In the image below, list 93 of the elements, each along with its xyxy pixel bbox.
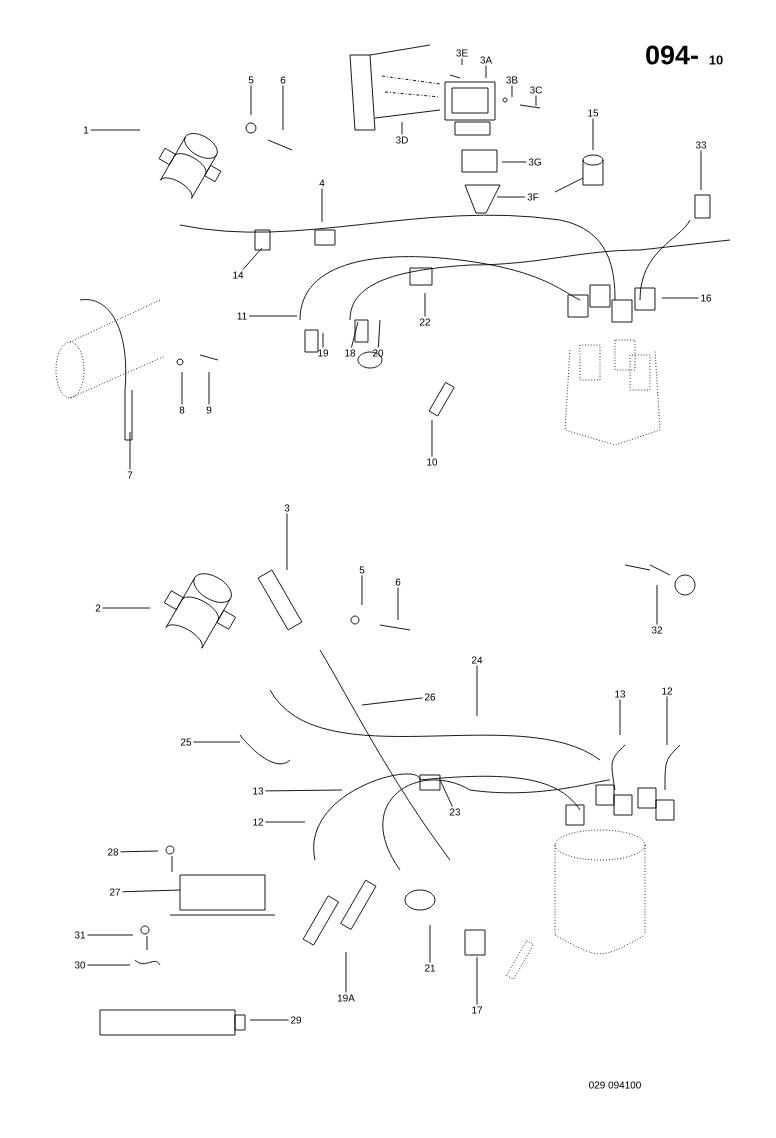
callout-number: 13 (615, 690, 626, 698)
leader-line (666, 696, 668, 746)
leader-line (322, 332, 324, 348)
callout-number: 20 (372, 349, 384, 357)
callout-number: 21 (424, 964, 436, 972)
callout-number: 31 (74, 931, 86, 939)
leader-line (424, 292, 426, 318)
leader-line (431, 419, 433, 457)
callout-number: 12 (253, 818, 264, 826)
leader-line (485, 65, 487, 79)
callout-number: 1 (84, 126, 89, 134)
leader-line (265, 789, 343, 792)
callout-number: 10 (427, 458, 438, 466)
leader-line (193, 741, 241, 743)
leader-line (249, 1019, 289, 1021)
leader-line (361, 574, 363, 606)
callout-number: 28 (107, 848, 119, 856)
callout-number: 23 (449, 808, 461, 816)
callout-number: 6 (280, 76, 286, 84)
callout-number: 24 (471, 656, 483, 664)
callout-number: 12 (662, 687, 673, 695)
callout-number: 8 (179, 406, 185, 414)
callout-number: 18 (345, 349, 356, 357)
callout-number: 19 (318, 349, 329, 357)
callout-number: 25 (180, 738, 192, 746)
leader-line (129, 431, 131, 471)
leader-line (656, 584, 658, 625)
callout-number: 13 (253, 787, 264, 795)
leader-line (397, 587, 399, 621)
callout-number: 3C (530, 86, 542, 94)
callout-number: 29 (290, 1016, 302, 1024)
leader-line (401, 121, 403, 135)
callout-number: 17 (472, 1006, 483, 1014)
leader-line (361, 697, 423, 706)
leader-line (511, 85, 513, 98)
callout-number: 3A (480, 56, 493, 64)
leader-line (535, 95, 537, 107)
callout-number: 3E (456, 49, 468, 57)
leader-line (87, 964, 131, 966)
callout-number: 3D (396, 136, 408, 144)
callout-number: 16 (701, 294, 712, 302)
leader-line (345, 951, 347, 993)
callout-number: 3B (506, 76, 518, 84)
callout-number: 19A (337, 994, 355, 1002)
leader-line (439, 779, 453, 807)
leader-line (265, 821, 306, 823)
leader-line (181, 371, 183, 405)
callout-number: 3G (528, 158, 541, 166)
leader-line (87, 934, 134, 936)
callout-number: 22 (419, 318, 431, 326)
callout-number: 4 (319, 179, 325, 187)
callout-number: 32 (651, 626, 663, 634)
callout-number: 30 (74, 961, 86, 969)
leader-line (461, 58, 463, 66)
callout-number: 3F (527, 193, 539, 201)
callout-number: 9 (206, 406, 212, 414)
leader-line (102, 607, 151, 609)
leader-line (242, 247, 263, 271)
leader-line (208, 371, 210, 405)
callout-number: 11 (237, 312, 247, 320)
leader-line (286, 513, 288, 571)
leader-line (501, 161, 527, 163)
leader-line (476, 956, 478, 1006)
callout-number: 5 (359, 566, 365, 574)
leader-line (476, 665, 478, 717)
leader-line (429, 924, 431, 964)
leader-line (282, 85, 284, 131)
callout-number: 27 (109, 888, 121, 896)
leader-line (122, 889, 181, 893)
callout-number: 5 (248, 76, 254, 84)
leader-line (321, 187, 323, 223)
leader-line (248, 315, 298, 317)
page-code: 094- (646, 45, 698, 65)
leader-line (120, 850, 159, 853)
callout-number: 33 (695, 141, 707, 149)
callout-number: 7 (127, 471, 133, 479)
callout-number: 14 (233, 271, 244, 279)
leader-line (250, 85, 252, 116)
page-code-suffix: 10 (709, 55, 723, 65)
leader-line (592, 118, 594, 151)
callout-number: 26 (424, 693, 436, 701)
leader-line (619, 699, 621, 736)
callout-number: 6 (395, 578, 401, 586)
callout-number: 3 (284, 504, 290, 512)
callout-number: 15 (588, 109, 599, 117)
leader-line (700, 150, 702, 191)
leader-line (377, 319, 381, 348)
leader-line (90, 129, 141, 131)
leader-line (496, 196, 526, 198)
drawing-number: 029 094100 (589, 1081, 641, 1089)
leader-line (350, 321, 359, 348)
leader-line (661, 297, 699, 299)
callout-number: 2 (95, 604, 101, 612)
